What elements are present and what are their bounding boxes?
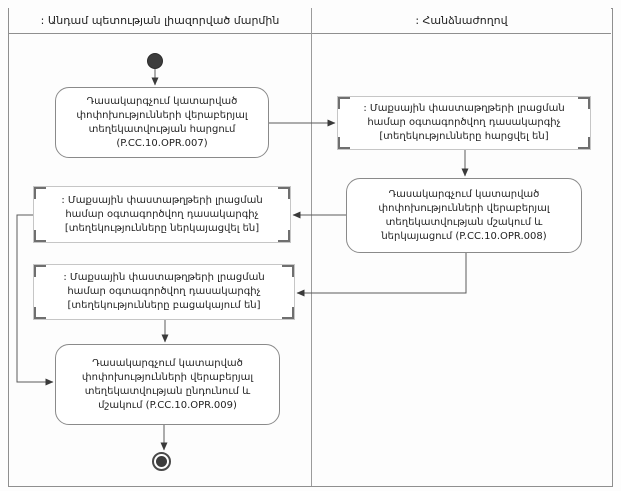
- object-node-classifier-submitted: : Մաքսային փաստաթղթերի լրացման համար օգտ…: [33, 186, 291, 243]
- action-node-process-and-submit: Դասակարգչում կատարված փոփոխությունների վ…: [346, 178, 582, 253]
- action-node-receive-and-process: Դասակարգչում կատարված փոփոխությունների վ…: [55, 344, 280, 425]
- initial-node-icon: [147, 53, 163, 69]
- swimlane-divider: [311, 8, 312, 486]
- action-node-request-info: Դասակարգչում կատարված փոփոխությունների վ…: [55, 87, 269, 158]
- object-node-classifier-absent: : Մաքսային փաստաթղթերի լրացման համար օգտ…: [33, 264, 295, 320]
- swimlane-header-commission: : Հանձնաժողով: [312, 8, 611, 34]
- final-node-inner-dot: [156, 456, 167, 467]
- object-node-classifier-requested: : Մաքսային փաստաթղթերի լրացման համար օգտ…: [337, 96, 591, 150]
- swimlane-header-authorized-body: : Անդամ պետության լիազորված մարմին: [9, 8, 311, 34]
- final-node-icon: [152, 452, 171, 471]
